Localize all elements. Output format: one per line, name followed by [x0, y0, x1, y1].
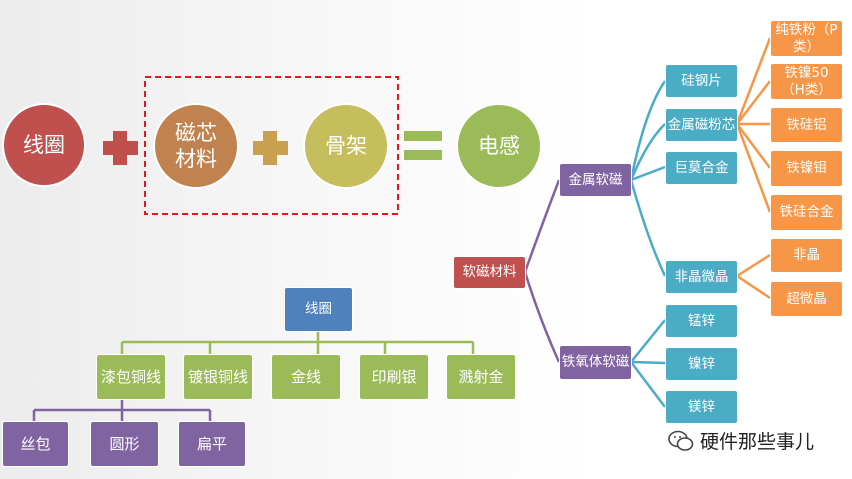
amorphous: 非晶 [770, 238, 843, 273]
silk-covered: 丝包 [2, 421, 69, 467]
inductor-circle: 电感 [456, 103, 542, 189]
nanocrystalline: 超微晶 [770, 281, 843, 317]
sputtered-gold: 溅射金 [446, 354, 516, 400]
silicon-steel: 硅钢片 [665, 64, 738, 98]
mpp: 铁镍钼 [770, 150, 843, 187]
fe-ni-50: 铁镍50（H类） [770, 63, 843, 100]
coil-root: 线圈 [284, 287, 353, 332]
watermark-text: 硬件那些事儿 [700, 431, 815, 453]
silver-plated-copper: 镀银铜线 [183, 354, 253, 400]
watermark: 硬件那些事儿 [668, 427, 814, 454]
ferrite-soft-magnetic: 铁氧体软磁 [559, 345, 632, 380]
amorphous-nanocrystal: 非晶微晶 [665, 260, 738, 294]
coil-circle: 线圈 [2, 103, 86, 187]
gold-wire: 金线 [271, 354, 341, 400]
nizn: 镍锌 [665, 347, 738, 381]
round-wire: 圆形 [90, 421, 159, 467]
core-material-circle: 磁芯 材料 [153, 103, 239, 189]
mgzn: 镁锌 [665, 390, 738, 424]
sendust: 铁硅铝 [770, 107, 843, 143]
soft-magnetic-root: 软磁材料 [453, 256, 526, 289]
wechat-icon [668, 430, 694, 451]
pure-iron-powder: 纯铁粉（P类） [770, 20, 843, 57]
printed-silver: 印刷银 [359, 354, 429, 400]
metal-powder-core: 金属磁粉芯 [665, 108, 738, 142]
fe-si-alloy: 铁硅合金 [770, 194, 843, 231]
permalloy: 巨莫合金 [665, 151, 738, 185]
bobbin-circle: 骨架 [303, 103, 389, 189]
enameled-copper: 漆包铜线 [96, 354, 166, 400]
mnzn: 锰锌 [665, 304, 738, 338]
flat-wire: 扁平 [178, 421, 246, 467]
metal-soft-magnetic: 金属软磁 [559, 163, 632, 197]
